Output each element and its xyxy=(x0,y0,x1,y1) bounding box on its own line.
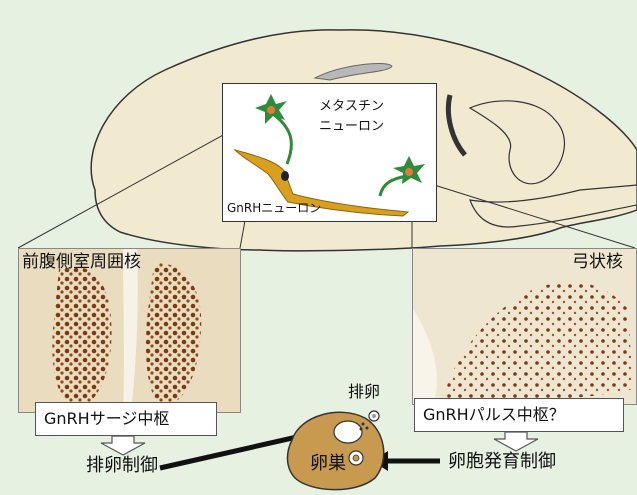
pulse-center-label-box: GnRHパルス中枢？ xyxy=(414,398,624,432)
median-eminence xyxy=(413,309,437,404)
metastin-axon xyxy=(272,112,293,165)
metastin-axon xyxy=(378,174,407,197)
ventricle-shape xyxy=(313,62,393,81)
left-micrograph: 前腹側室周囲核 xyxy=(18,248,241,413)
arcuate-nucleus-stain xyxy=(443,282,633,401)
stained-nucleus-left xyxy=(52,266,112,409)
metastin-label-line2: ニューロン xyxy=(319,119,385,134)
surge-center-label-box: GnRHサージ中枢 xyxy=(35,402,217,436)
cerebellum-outline xyxy=(468,100,565,185)
stained-nucleus-right xyxy=(145,263,202,409)
surge-center-label: GnRHサージ中枢 xyxy=(44,409,170,428)
follicle-arrowhead xyxy=(372,451,388,471)
gnrh-neuron-label: GnRHニューロン xyxy=(227,201,322,215)
ovulation-control-label: 排卵制御 xyxy=(86,455,158,476)
ovulation-label: 排卵 xyxy=(348,382,381,401)
metastin-label-line1: メタスチン xyxy=(319,99,385,114)
pulse-center-label: GnRHパルス中枢？ xyxy=(423,405,565,424)
right-panel-title: 弓状核 xyxy=(572,252,623,272)
metastin-nucleus-2 xyxy=(405,168,413,176)
cerebellum-fold xyxy=(445,94,467,157)
neuron-diagram-box: メタスチン ニューロン GnRHニューロン xyxy=(222,83,437,222)
ovulation-arrowhead xyxy=(318,420,336,440)
right-micrograph: 弓状核 xyxy=(412,248,637,405)
metastin-nucleus-1 xyxy=(267,106,275,114)
gnrh-nucleus xyxy=(281,171,289,181)
follicle-control-label: 卵胞発育制御 xyxy=(448,451,556,472)
connector-line xyxy=(411,177,636,249)
third-ventricle xyxy=(123,249,138,412)
neuron-drawing xyxy=(233,94,425,217)
left-panel-title: 前腹側室周囲核 xyxy=(22,252,141,272)
brainstem xyxy=(469,184,637,228)
ovary-label: 卵巣 xyxy=(310,453,346,474)
